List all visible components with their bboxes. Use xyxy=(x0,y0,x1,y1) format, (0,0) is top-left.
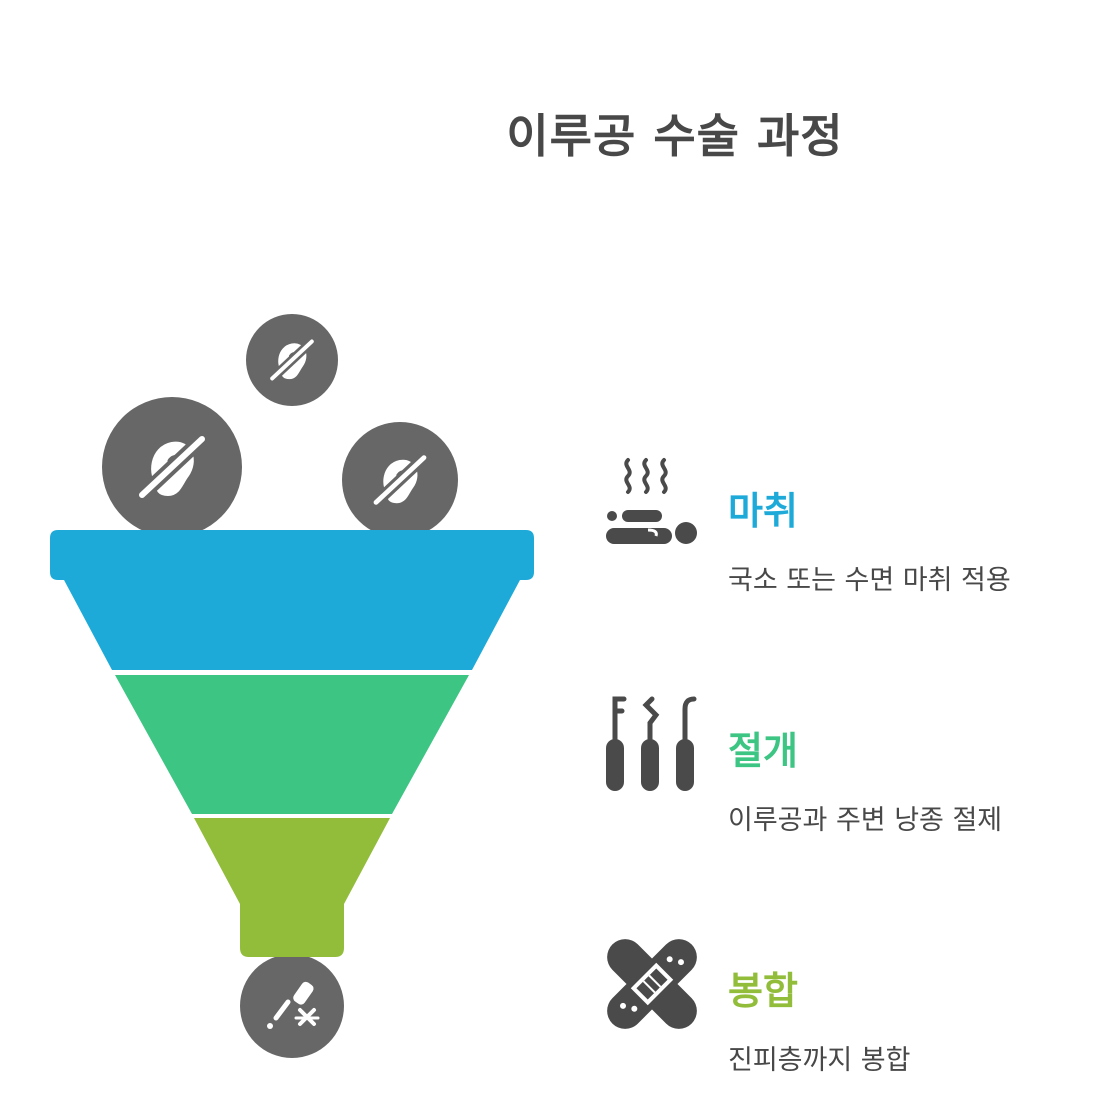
step-3-label: 봉합 xyxy=(728,969,798,1013)
step-3-description: 진피층까지 봉합 xyxy=(728,1045,911,1076)
step-2-label: 절개 xyxy=(728,729,798,773)
input-circle-small xyxy=(246,314,338,406)
funnel-layer-2 xyxy=(115,675,469,814)
output-circle xyxy=(240,954,344,1058)
funnel-layer-3 xyxy=(194,818,390,957)
input-circle-large xyxy=(102,397,242,537)
ear-pit-icon xyxy=(368,450,432,510)
suture-needle-icon xyxy=(267,981,320,1029)
step-1-label: 마취 xyxy=(728,489,798,533)
anesthesia-steam-icon xyxy=(606,458,697,544)
bandage-icon xyxy=(607,939,697,1029)
ear-pit-icon xyxy=(266,335,318,385)
input-circle-medium xyxy=(342,422,458,538)
surgical-instruments-icon xyxy=(606,696,697,791)
step-2-description: 이루공과 주변 낭종 절제 xyxy=(728,805,1003,836)
step-1-description: 국소 또는 수면 마취 적용 xyxy=(728,565,1011,596)
page-title: 이루공 수술 과정 xyxy=(506,109,844,163)
funnel-layer-1 xyxy=(50,530,534,670)
ear-pit-icon xyxy=(133,430,211,504)
